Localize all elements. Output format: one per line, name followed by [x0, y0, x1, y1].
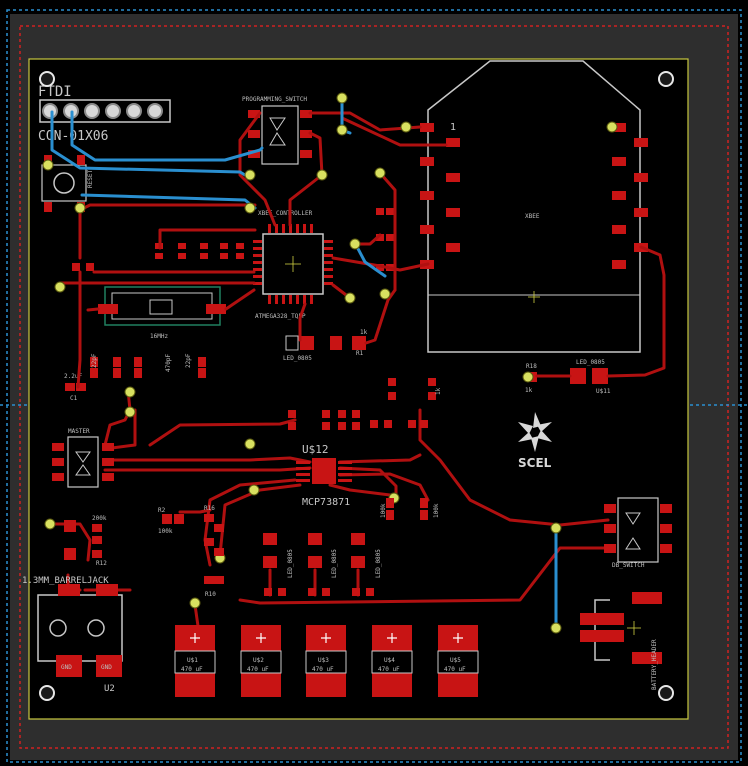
barrel-label: 1.3MM_BARRELJACK: [22, 576, 109, 586]
cap-4-ref: U$4: [384, 657, 395, 664]
battery-label: BATTERY_HEADER: [651, 639, 658, 690]
cap-plus-marks: [190, 633, 463, 643]
cap-1-value: 470 uF: [181, 666, 203, 673]
c22pf-a: 22pF: [91, 353, 98, 368]
cap-1-ref: U$1: [187, 657, 198, 664]
r18-value: 1k: [525, 387, 533, 394]
gnd-2: GND: [101, 664, 112, 671]
r2-value: 100k: [158, 528, 173, 535]
cap-3-value: 470 uF: [312, 666, 334, 673]
r-1k-a: 1k: [435, 387, 442, 395]
xbee-pin1: 1: [450, 122, 456, 133]
r16-label: R16: [204, 505, 215, 512]
led-xbee-ref: U$11: [596, 388, 611, 395]
ftdi-pins: [42, 103, 163, 119]
battery-header[interactable]: BATTERY_HEADER: [580, 592, 662, 690]
ftdi-name: FTDI: [38, 84, 72, 100]
status-led-2-label: LED_0805: [331, 549, 338, 578]
cap-5-ref: U$5: [450, 657, 461, 664]
status-led-3: LED_0805: [351, 533, 382, 578]
charger-ic[interactable]: U$12 MCP73871: [296, 443, 352, 508]
status-led-3-label: LED_0805: [375, 549, 382, 578]
led-xbee-label: LED_0805: [576, 359, 605, 366]
master-label: MASTER: [68, 428, 90, 435]
r-100k-a: 100k: [380, 503, 387, 518]
u2-label: U2: [104, 684, 115, 694]
mcp-label: MCP73871: [302, 497, 350, 508]
cap-5-value: 470 uF: [444, 666, 466, 673]
u12-label: U$12: [302, 443, 329, 456]
scel-text: SCEL: [518, 456, 552, 470]
c22pf-b: 22pF: [185, 353, 192, 368]
r2-label: R2: [158, 507, 166, 514]
reset-label: RESET: [87, 170, 94, 188]
gnd-1: GND: [61, 664, 72, 671]
xbee-module[interactable]: 1 XBEE: [420, 60, 648, 353]
xbee-ctrl-label: XBEE_CONTROLLER: [258, 210, 313, 217]
scel-logo: SCEL: [518, 412, 552, 470]
cap-2u2: 2.2uF: [64, 373, 82, 380]
status-leds[interactable]: LED_0805 LED_0805 LED_0805: [263, 533, 382, 578]
red-keepout: [19, 25, 729, 749]
status-led-1: LED_0805: [263, 533, 294, 578]
passive-row-charger: [64, 378, 436, 596]
r10-label: R10: [205, 591, 216, 598]
ftdi-header[interactable]: FTDI CON-01X06: [38, 84, 171, 144]
cap-2-value: 470 uF: [247, 666, 269, 673]
led-mcu[interactable]: LED_0805 R1 1k: [283, 329, 368, 362]
r18-label: R18: [526, 363, 537, 370]
mount-hole-bl: [39, 685, 55, 701]
led-mcu-label: LED_0805: [283, 355, 312, 362]
ftdi-body: [39, 99, 171, 123]
capacitor-bank[interactable]: U$1 470 uF U$2 470 uF U$3 470 uF U$4 470…: [174, 625, 479, 697]
r-100k-b: 100k: [433, 503, 440, 518]
programming-switch[interactable]: PROGRAMMING_SWITCH: [242, 96, 312, 165]
r1-value: 1k: [360, 329, 368, 336]
db-switch-label: DB_SWITCH: [612, 562, 645, 569]
master-switch[interactable]: MASTER: [52, 428, 114, 488]
cap-c1: C1: [70, 395, 78, 402]
db-switch[interactable]: DB_SWITCH: [604, 497, 672, 569]
mcu-label: ATMEGA328_TQFP: [255, 313, 306, 320]
barrel-jack[interactable]: 1.3MM_BARRELJACK GND GND U2: [22, 576, 123, 694]
mount-hole-tr: [658, 71, 674, 87]
cap-2-ref: U$2: [253, 657, 264, 664]
c470pf: 470pF: [165, 354, 172, 372]
prog-switch-label: PROGRAMMING_SWITCH: [242, 96, 307, 103]
osc-label: 16MHz: [150, 333, 168, 340]
r1-label: R1: [356, 350, 364, 357]
cap-3-ref: U$3: [318, 657, 329, 664]
mount-hole-tl: [39, 71, 55, 87]
cap-4-value: 470 uF: [378, 666, 400, 673]
xbee-label: XBEE: [525, 213, 540, 220]
status-led-1-label: LED_0805: [287, 549, 294, 578]
mount-hole-br: [658, 685, 674, 701]
status-led-2: LED_0805: [308, 533, 338, 578]
cap-4: U$4 470 uF: [371, 625, 413, 697]
r200k: 200k: [92, 515, 107, 522]
blue-keepout-top: [6, 9, 742, 763]
r12-label: R12: [96, 560, 107, 567]
crystal-oscillator[interactable]: 16MHz: [98, 286, 226, 340]
led-xbee[interactable]: R18 1k LED_0805 U$11: [525, 359, 611, 395]
mcu-atmega328[interactable]: XBEE_CONTROLLER ATMEGA328_TQFP: [253, 210, 333, 320]
